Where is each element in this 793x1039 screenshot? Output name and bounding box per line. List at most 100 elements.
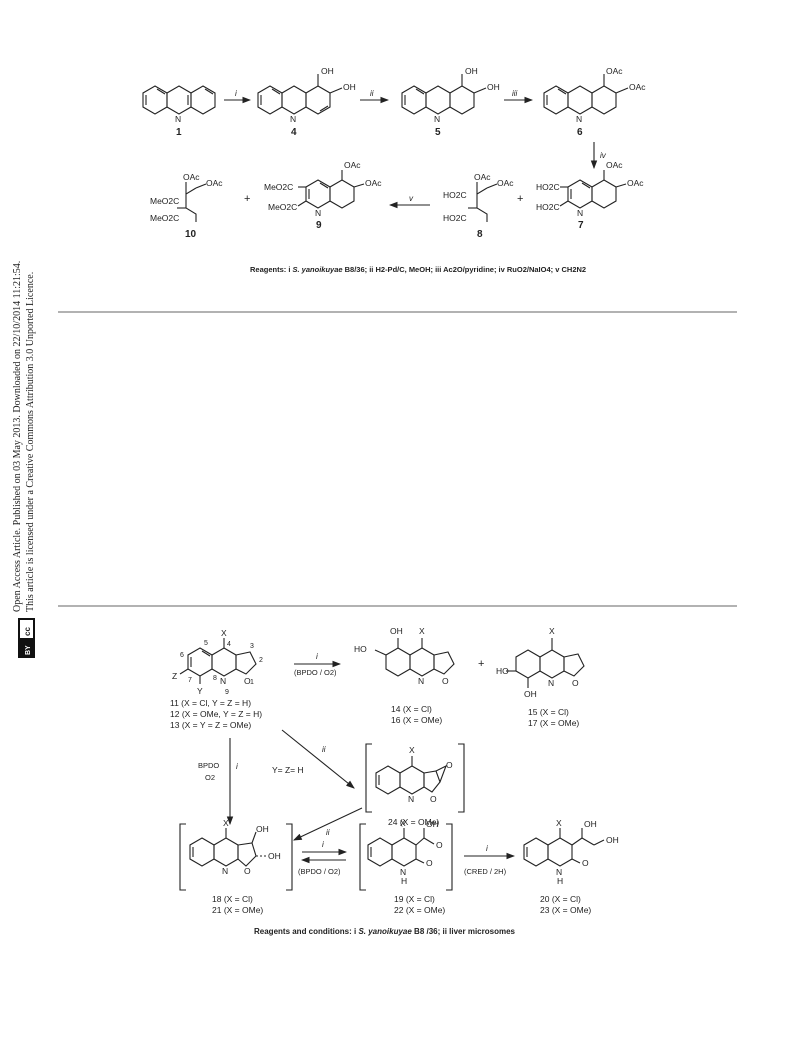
structure-8: OAc OAc HO2C HO2C xyxy=(443,172,514,223)
oac-label: OAc xyxy=(206,178,223,188)
ho2c-label: HO2C xyxy=(536,182,560,192)
compound-18-label: 18 (X = Cl) xyxy=(212,894,253,904)
arrow-ii-from-24 xyxy=(293,807,363,841)
oac-label: OAc xyxy=(365,178,382,188)
arrow-ii-label: ii xyxy=(322,745,326,754)
structure-9: MeO2C MeO2C OAc OAc N xyxy=(264,160,382,218)
sidebar-line-2: This article is licensed under a Creativ… xyxy=(25,272,36,612)
arrow-ii-label: ii xyxy=(326,828,330,837)
compound-19-label: 19 (X = Cl) xyxy=(394,894,435,904)
arrow-i-label: i xyxy=(316,652,318,661)
compound-16-label: 16 (X = OMe) xyxy=(391,715,442,725)
structure-19: X OH O O N H xyxy=(359,818,453,891)
scheme2-reagents: Reagents and conditions: i S. yanoikuyae… xyxy=(254,927,516,936)
yz-condition-label: Y= Z= H xyxy=(272,765,304,775)
h-label: H xyxy=(401,876,407,886)
structure-1: N xyxy=(142,85,216,124)
oh-label: OH xyxy=(426,819,439,829)
reagents-rest: B8/36; ii H2-Pd/C, MeOH; iii Ac2O/pyridi… xyxy=(343,265,587,274)
compound-8-label: 8 xyxy=(477,229,483,240)
o-label: O xyxy=(582,858,589,868)
o-label: O xyxy=(430,794,437,804)
z-label: Z xyxy=(172,671,177,681)
reagents-organism: S. yanoikuyae xyxy=(358,927,412,936)
structure-5: OH OH N xyxy=(401,66,500,124)
ring-number-8: 8 xyxy=(213,675,217,682)
x-label: X xyxy=(419,626,425,636)
by-badge-text: BY xyxy=(25,645,32,655)
reagents-organism: S. yanoikuyae xyxy=(293,265,343,274)
o-label: O xyxy=(244,866,251,876)
structure-4: OH OH N xyxy=(257,66,356,124)
ho2c-label: HO2C xyxy=(443,213,467,223)
bpdo-o2-label: (BPDO / O2) xyxy=(294,668,337,677)
compound-11-label: 11 (X = Cl, Y = Z = H) xyxy=(170,698,251,708)
n-label: N xyxy=(290,114,296,124)
n-label: N xyxy=(577,208,583,218)
compound-21-label: 21 (X = OMe) xyxy=(212,905,263,915)
n-label: N xyxy=(576,114,582,124)
oac-label: OAc xyxy=(344,160,361,170)
o-label: O xyxy=(244,676,251,686)
o-label: O xyxy=(442,676,449,686)
ring-number-4: 4 xyxy=(227,641,231,648)
arrow-iv-label: iv xyxy=(600,151,607,160)
x-label: X xyxy=(223,818,229,828)
oac-label: OAc xyxy=(606,66,623,76)
structure-7: HO2C HO2C OAc OAc N xyxy=(536,160,644,218)
oac-label: OAc xyxy=(627,178,644,188)
scheme-1: N 1 i OH OH N 4 ii xyxy=(142,66,646,274)
n-label: N xyxy=(556,867,562,877)
compound-15-label: 15 (X = Cl) xyxy=(528,707,569,717)
arrow-i-label: i xyxy=(236,762,238,771)
meo2c-label: MeO2C xyxy=(264,182,293,192)
plus-sign: + xyxy=(244,193,250,205)
oac-label: OAc xyxy=(606,160,623,170)
oac-label: OAc xyxy=(497,178,514,188)
scheme1-reagents: Reagents: i S. yanoikuyae B8/36; ii H2-P… xyxy=(250,265,586,274)
compound-12-label: 12 (X = OMe, Y = Z = H) xyxy=(170,709,262,719)
arrow-ii-label: ii xyxy=(370,89,374,98)
o-label: O xyxy=(436,840,443,850)
y-label: Y xyxy=(197,686,203,696)
oh-label: OH xyxy=(343,82,356,92)
oh-label: OH xyxy=(321,66,334,76)
ho2c-label: HO2C xyxy=(536,202,560,212)
x-label: X xyxy=(409,745,415,755)
oh-label: OH xyxy=(390,626,403,636)
cc-by-badge[interactable]: cc BY xyxy=(18,618,35,658)
bpdo-label: BPDO xyxy=(198,761,219,770)
ring-number-6: 6 xyxy=(180,652,184,659)
compound-4-label: 4 xyxy=(291,127,297,138)
x-label: X xyxy=(400,818,406,828)
x-label: X xyxy=(556,818,562,828)
n-label: N xyxy=(408,794,414,804)
sidebar-line-1: Open Access Article. Published on 03 May… xyxy=(12,261,23,612)
bpdo-o2-label: (BPDO / O2) xyxy=(298,867,341,876)
structure-24: X O N O xyxy=(365,743,465,813)
compound-5-label: 5 xyxy=(435,127,441,138)
o-label: O xyxy=(426,858,433,868)
arrow-i-label: i xyxy=(322,840,324,849)
oh-label: OH xyxy=(256,824,269,834)
structure-6: OAc OAc N xyxy=(543,66,646,124)
oh-label: OH xyxy=(487,82,500,92)
ring-number-9: 9 xyxy=(225,689,229,696)
compound-22-label: 22 (X = OMe) xyxy=(394,905,445,915)
ring-number-7: 7 xyxy=(188,677,192,684)
ho2c-label: HO2C xyxy=(443,190,467,200)
o-label: O xyxy=(572,678,579,688)
ring-number-5: 5 xyxy=(204,640,208,647)
plus-sign: + xyxy=(478,658,484,670)
arrow-i-label: i xyxy=(486,844,488,853)
meo2c-label: MeO2C xyxy=(150,213,179,223)
oac-label: OAc xyxy=(183,172,200,182)
cred-label: (CRED / 2H) xyxy=(464,867,507,876)
structure-20: X OH OH O N H xyxy=(523,818,619,886)
arrow-ii-to-24 xyxy=(281,729,355,789)
ring-number-1: 1 xyxy=(250,679,254,686)
x-label: X xyxy=(221,628,227,638)
structure-15: X HO OH N O xyxy=(496,626,585,699)
n-label: N xyxy=(400,867,406,877)
